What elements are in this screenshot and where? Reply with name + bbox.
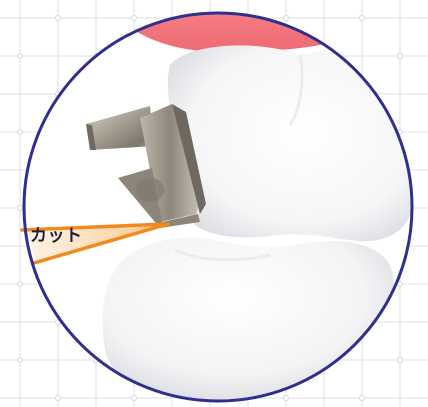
upper-tooth-shape (168, 45, 416, 241)
lower-tooth-shape (102, 238, 393, 407)
cut-label: カット (30, 228, 83, 245)
